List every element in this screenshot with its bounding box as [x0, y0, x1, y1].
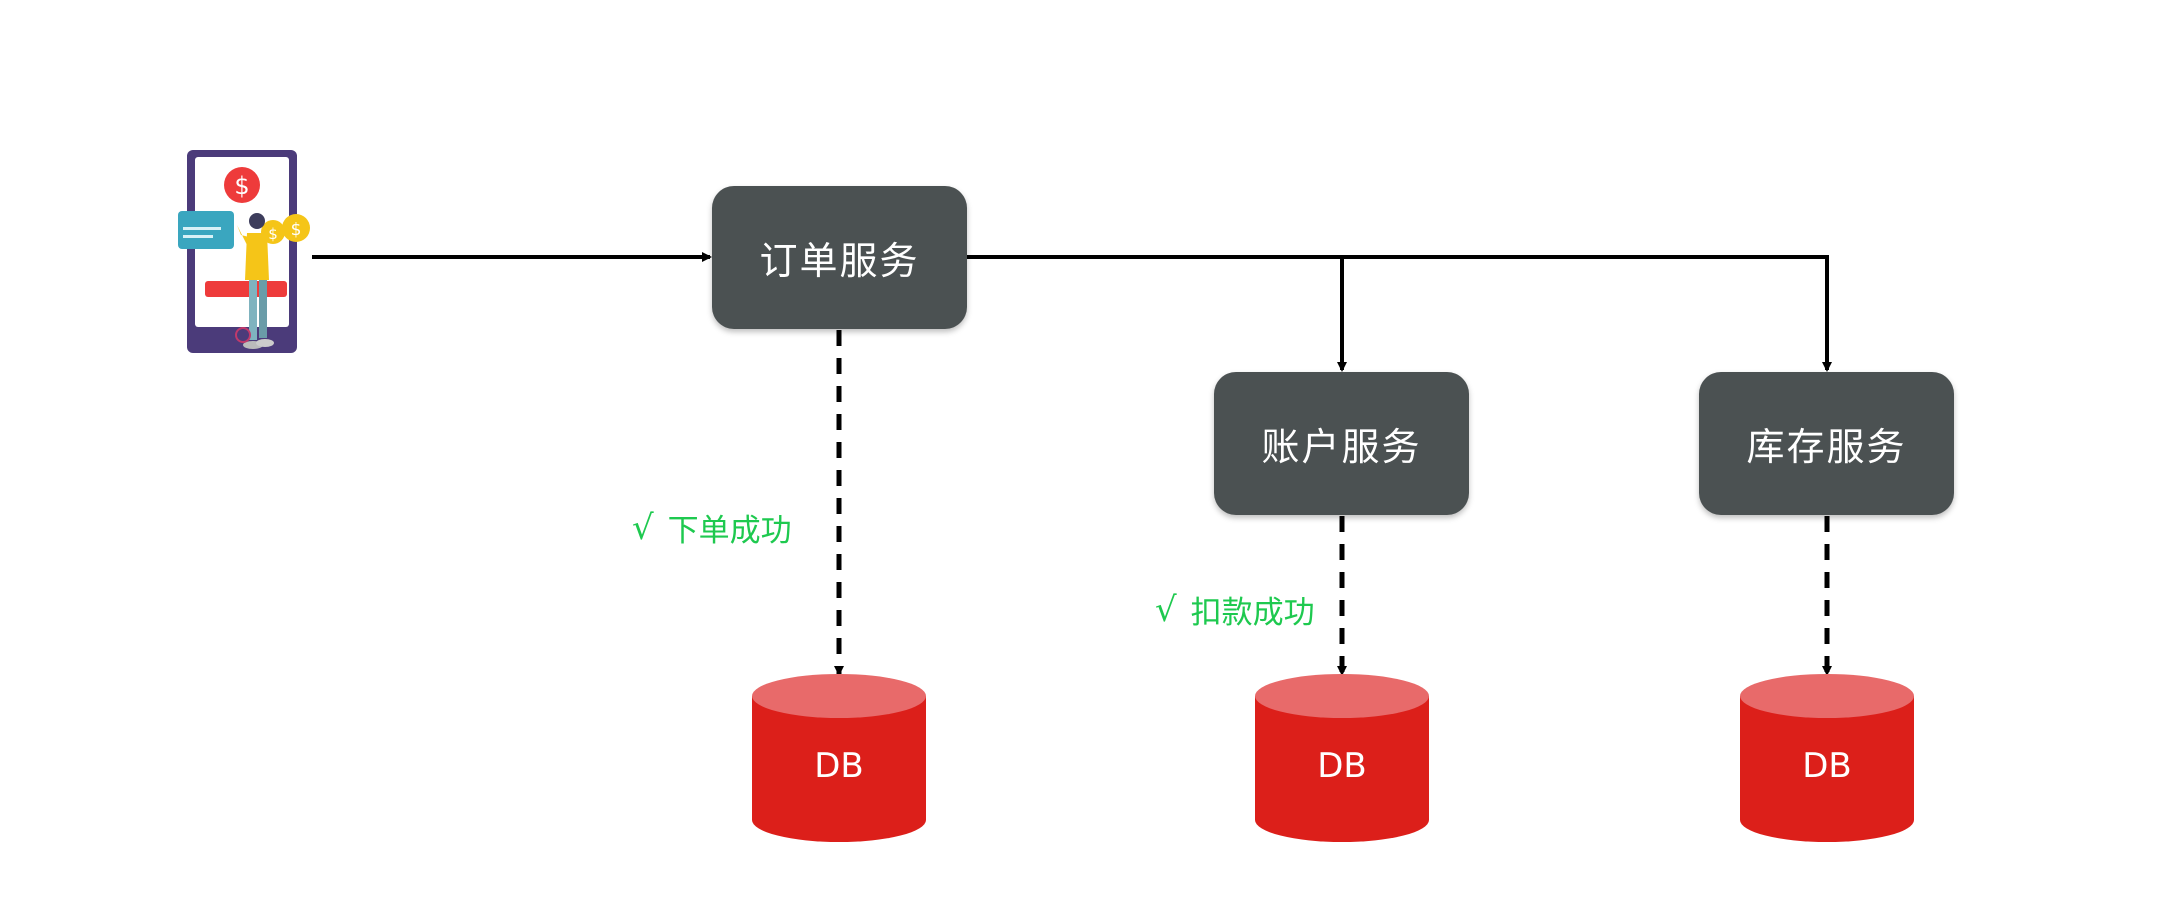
- svg-text:$: $: [234, 172, 249, 200]
- svg-text:$: $: [291, 220, 302, 240]
- order-to-services-line: [967, 255, 1832, 372]
- database-cylinder-icon: [752, 674, 926, 842]
- stock-service-box: 库存服务: [1699, 372, 1954, 515]
- account-service-label: 账户服务: [1261, 425, 1422, 469]
- order-database: DB: [752, 674, 926, 842]
- order-service-box: 订单服务: [712, 186, 967, 329]
- stock-service-label: 库存服务: [1746, 425, 1907, 469]
- database-label: DB: [1802, 746, 1852, 786]
- check-icon: √: [632, 507, 654, 548]
- account-success-text: 扣款成功: [1190, 595, 1315, 631]
- order-success-text: 下单成功: [667, 513, 792, 549]
- order-service-label: 订单服务: [759, 239, 920, 283]
- check-icon: √: [1155, 589, 1177, 630]
- stock-database: DB: [1740, 674, 1914, 842]
- order-success-status: √ 下单成功: [632, 505, 792, 550]
- database-cylinder-icon: [1740, 674, 1914, 842]
- database-cylinder-icon: [1255, 674, 1429, 842]
- account-database: DB: [1255, 674, 1429, 842]
- account-service-box: 账户服务: [1214, 372, 1469, 515]
- svg-text:$: $: [268, 225, 278, 243]
- database-label: DB: [1317, 746, 1367, 786]
- database-label: DB: [814, 746, 864, 786]
- account-success-status: √ 扣款成功: [1155, 587, 1315, 632]
- mobile-payment-icon: $ $ $: [178, 150, 310, 353]
